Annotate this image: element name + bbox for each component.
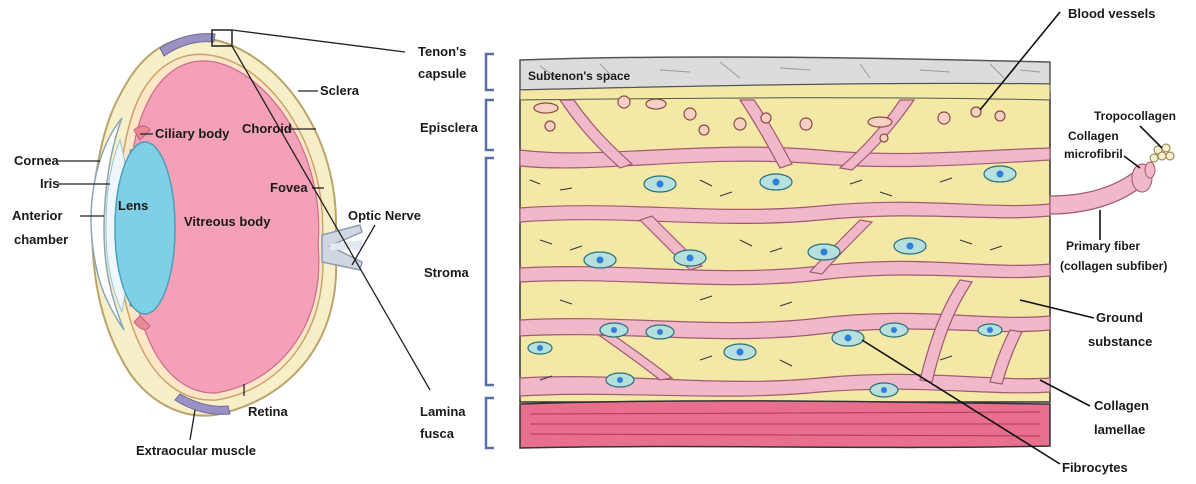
label-extraocular-muscle: Extraocular muscle [136, 443, 256, 458]
label-tropocollagen: Tropocollagen [1094, 109, 1176, 123]
label-primary-fiber-2: (collagen subfiber) [1060, 259, 1167, 273]
label-ciliary-body: Ciliary body [155, 126, 230, 141]
label-primary-fiber-1: Primary fiber [1066, 239, 1140, 253]
label-fibrocytes: Fibrocytes [1062, 460, 1128, 475]
collagen-microfibril-bundle [1132, 162, 1155, 192]
label-collagen-microfibril-1: Collagen [1068, 129, 1119, 143]
label-lens: Lens [118, 198, 148, 213]
label-vitreous-body: Vitreous body [184, 214, 271, 229]
label-collagen-lamellae-1: Collagen [1094, 398, 1149, 413]
label-stroma: Stroma [424, 265, 470, 280]
label-fovea: Fovea [270, 180, 308, 195]
label-retina: Retina [248, 404, 289, 419]
bracket-episclera [486, 100, 494, 150]
label-choroid: Choroid [242, 121, 292, 136]
bracket-lamina-fusca [486, 398, 494, 448]
label-cornea: Cornea [14, 153, 60, 168]
label-lamina-1: Lamina [420, 404, 466, 419]
label-lamina-2: fusca [420, 426, 455, 441]
label-optic-nerve: Optic Nerve [348, 208, 421, 223]
label-iris: Iris [40, 176, 60, 191]
label-collagen-lamellae-2: lamellae [1094, 422, 1145, 437]
label-collagen-microfibril-2: microfibril [1064, 147, 1123, 161]
label-blood-vessels: Blood vessels [1068, 6, 1155, 21]
layer-brackets [486, 54, 494, 448]
label-sclera: Sclera [320, 83, 360, 98]
label-ground-substance-2: substance [1088, 334, 1152, 349]
label-anterior-chamber-2: chamber [14, 232, 68, 247]
bracket-stroma [486, 158, 494, 385]
label-episclera: Episclera [420, 120, 479, 135]
tropocollagen-cluster [1150, 144, 1174, 162]
primary-fiber [1050, 172, 1142, 214]
label-anterior-chamber-1: Anterior [12, 208, 63, 223]
label-ground-substance-1: Ground [1096, 310, 1143, 325]
label-tenons-1: Tenon's [418, 44, 466, 59]
layer-labels: Tenon's capsule Episclera Stroma Lamina … [418, 44, 479, 441]
lens [115, 142, 175, 314]
bracket-tenons-capsule [486, 54, 494, 90]
label-subtenons-space: Subtenon's space [528, 69, 631, 83]
label-tenons-2: capsule [418, 66, 466, 81]
